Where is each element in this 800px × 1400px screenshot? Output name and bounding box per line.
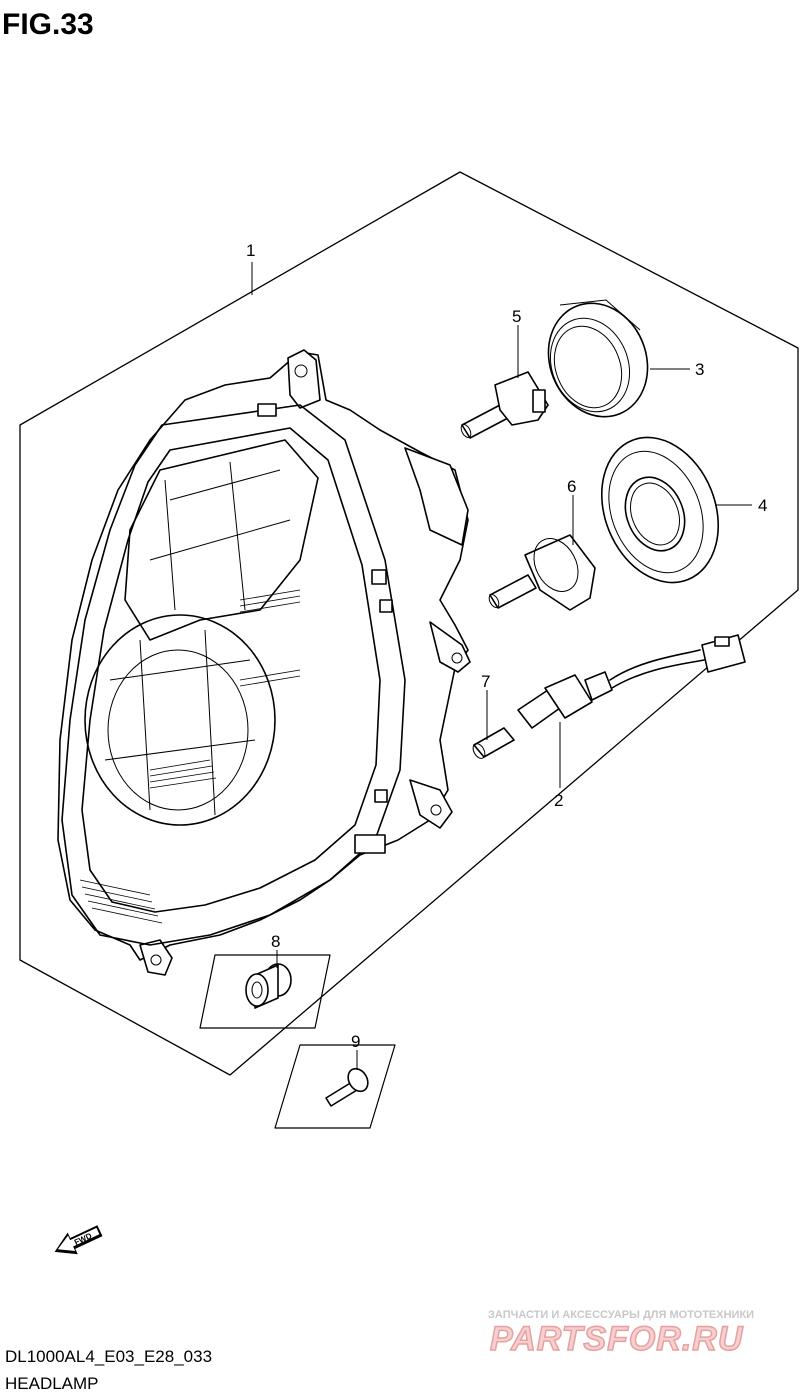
callout-1: 1: [246, 241, 255, 260]
watermark-tagline: ЗАПЧАСТИ И АКСЕССУАРЫ ДЛЯ МОТОТЕХНИКИ: [488, 1309, 754, 1321]
section-name: HEADLAMP: [5, 1374, 99, 1393]
dust-cover: [600, 436, 720, 584]
headlamp-housing: [57, 349, 471, 976]
watermark: ЗАПЧАСТИ И АКСЕССУАРЫ ДЛЯ МОТОТЕХНИКИ PA…: [488, 1309, 754, 1359]
headlamp-bulb-lower: [488, 534, 596, 611]
assembly-boundary: [19, 171, 799, 1076]
callout-3: 3: [695, 360, 704, 379]
forward-direction-arrow: FWD: [54, 1225, 103, 1255]
callouts: 1 2 3 4 5 6 7 8 9: [246, 241, 767, 1051]
callout-4: 4: [758, 496, 767, 515]
callout-5: 5: [512, 307, 521, 326]
figure-title: FIG.33: [2, 8, 94, 41]
diagram-code: DL1000AL4_E03_E28_033: [5, 1347, 212, 1366]
watermark-brand: PARTSFOR.RU: [490, 1320, 744, 1358]
leader-lines: [251, 262, 752, 1070]
callout-2: 2: [554, 791, 563, 810]
callout-6: 6: [567, 477, 576, 496]
position-lamp-bulb: [472, 727, 515, 759]
bulb-socket-ring: [547, 299, 649, 418]
callout-7: 7: [481, 672, 490, 691]
callout-9: 9: [351, 1032, 360, 1051]
grommet: [199, 954, 331, 1029]
position-lamp-socket: [517, 634, 746, 729]
callout-8: 8: [271, 932, 280, 951]
mounting-screw: [274, 1044, 396, 1129]
headlamp-bulb-upper: [460, 371, 549, 439]
